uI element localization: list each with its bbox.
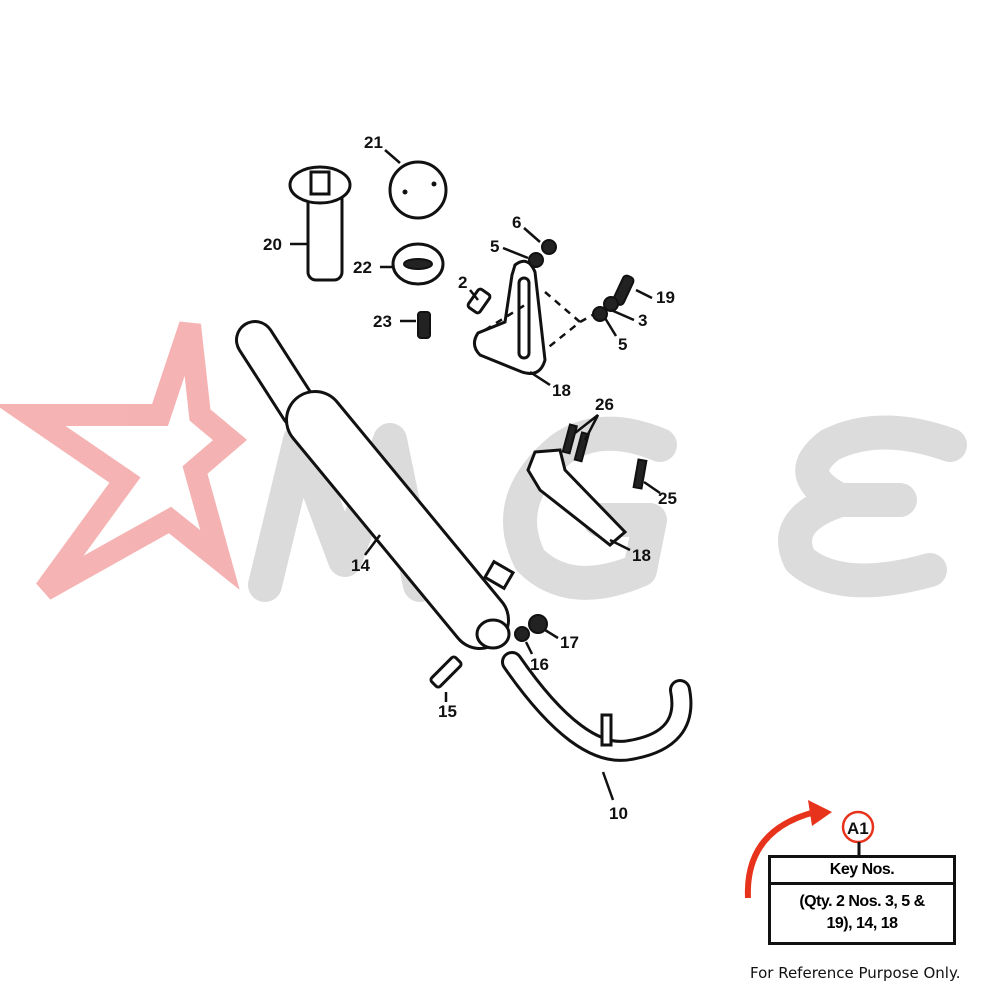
callout-18b: 18 [632,546,651,565]
callout-2: 2 [458,273,467,292]
part-20-grip [288,165,352,282]
reference-disclaimer: For Reference Purpose Only. [750,964,961,982]
key-body: (Qty. 2 Nos. 3, 5 & 19), 14, 18 [771,885,953,935]
arrow-icon [744,809,816,899]
part-18-bracket-lower [526,423,648,547]
watermark-logo [0,321,967,602]
part-23-bolt [417,311,431,339]
star-icon [0,321,248,600]
part-21-ring [388,160,448,220]
key-line-2: 19), 14, 18 [826,915,899,932]
key-title: Key Nos. [771,858,953,885]
part-10-exhaust-pipe [501,651,693,762]
callout-5: 5 [490,237,499,256]
callout-3: 3 [638,311,647,330]
callout-25: 25 [658,489,677,508]
part-14-silencer [235,320,516,650]
part-15-bolt [429,655,463,689]
callout-labels: 21 20 22 6 5 2 19 3 5 23 18 26 25 18 14 … [263,133,677,823]
callout-15: 15 [438,702,457,721]
callout-26: 26 [595,395,614,414]
logo-letter-e [778,415,967,598]
callout-19: 19 [656,288,675,307]
key-ref-label: A1 [847,819,869,838]
key-line-1: (Qty. 2 Nos. 3, 5 & [799,893,925,910]
key-box: Key Nos. (Qty. 2 Nos. 3, 5 & 19), 14, 18 [768,855,956,945]
callout-21: 21 [364,133,383,152]
part-18-bracket-top [466,239,635,375]
callout-22: 22 [353,258,372,277]
part-22-nut [391,242,445,286]
callout-10: 10 [609,804,628,823]
callout-23: 23 [373,312,392,331]
callout-17: 17 [560,633,579,652]
callout-18: 18 [552,381,571,400]
callout-14: 14 [351,556,370,575]
logo-letter-g [503,416,677,600]
callout-5b: 5 [618,335,627,354]
callout-20: 20 [263,235,282,254]
callout-6: 6 [512,213,521,232]
callout-16: 16 [530,655,549,674]
